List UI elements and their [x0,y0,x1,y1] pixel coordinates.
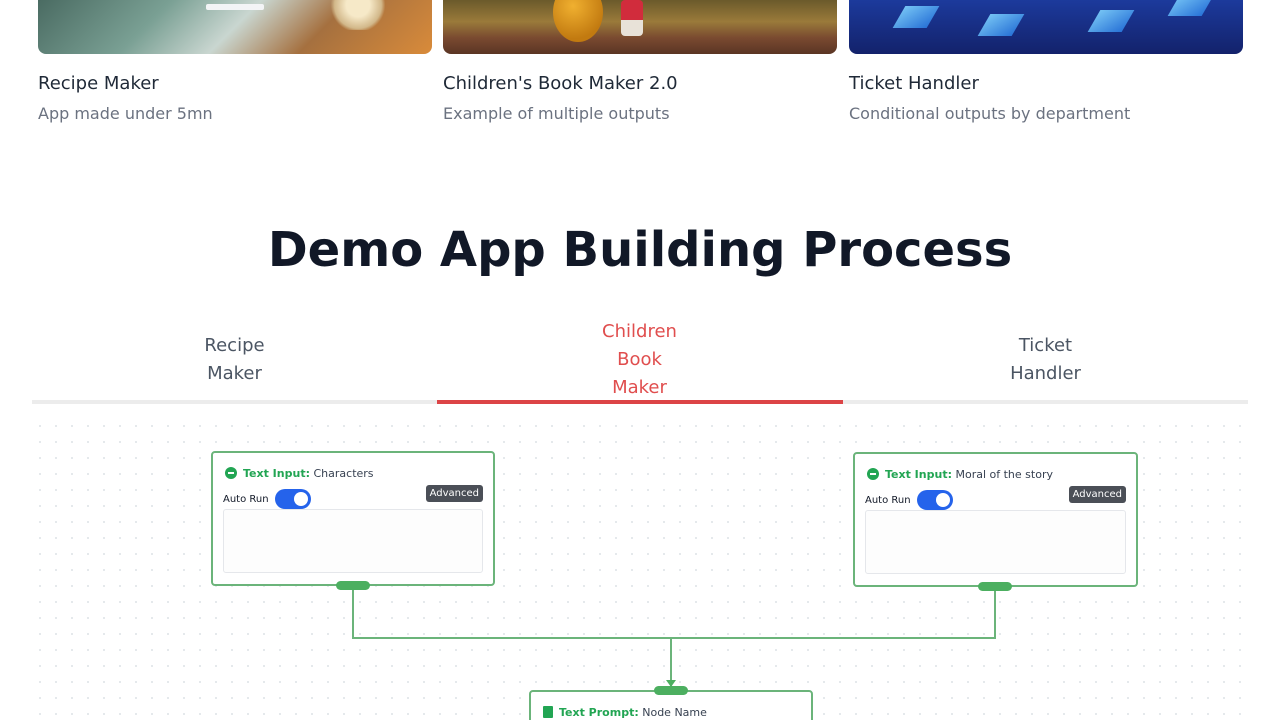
arrow-head-icon [666,680,676,687]
app-card-childrens-book-maker[interactable]: Children's Book Maker 2.0 Example of mul… [443,0,837,123]
card-title[interactable]: Ticket Handler [849,73,979,94]
section-title: Demo App Building Process [267,222,1013,278]
edge-line [352,637,996,639]
document-icon [543,706,553,718]
node-kind: Text Input: [885,468,952,481]
cube-graphic [1087,10,1135,32]
flow-canvas[interactable]: Text Input: Characters Auto Run Advanced… [32,418,1248,720]
advanced-button[interactable]: Advanced [1068,486,1126,503]
app-card-recipe-maker[interactable]: Recipe Maker App made under 5mn [38,0,432,123]
childrens-book-thumbnail[interactable] [443,0,837,54]
chat-icon [867,468,879,480]
card-title[interactable]: Children's Book Maker 2.0 [443,73,678,94]
card-title[interactable]: Recipe Maker [38,73,159,94]
node-name: Moral of the story [955,468,1053,481]
input-handle[interactable] [654,686,688,695]
output-handle[interactable] [336,581,370,590]
card-subtitle: Example of multiple outputs [443,104,670,123]
cube-graphic [892,6,940,28]
advanced-button[interactable]: Advanced [425,485,483,502]
text-input-node-characters[interactable]: Text Input: Characters Auto Run Advanced [211,451,495,586]
output-handle[interactable] [978,582,1012,591]
auto-run-toggle[interactable] [916,490,953,510]
tab-label: Children Book Maker [602,321,677,398]
node-header: Text Input: Characters [225,467,374,480]
node-header: Text Input: Moral of the story [867,468,1053,481]
chat-icon [225,467,237,479]
recipe-maker-thumbnail[interactable] [38,0,432,54]
cube-graphic [1167,0,1215,16]
app-card-ticket-handler[interactable]: Ticket Handler Conditional outputs by de… [849,0,1243,123]
auto-run-label: Auto Run [223,493,269,505]
text-input-node-moral[interactable]: Text Input: Moral of the story Auto Run … [853,452,1138,587]
auto-run-control: Auto Run [865,490,953,510]
edge-line [670,637,672,687]
tab-label: Ticket Handler [1010,335,1081,384]
tab-ticket-handler[interactable]: Ticket Handler [843,316,1248,404]
edge-line [352,590,354,638]
node-kind: Text Prompt: [559,706,639,719]
card-subtitle: App made under 5mn [38,104,213,123]
auto-run-label: Auto Run [865,494,911,506]
ticket-handler-thumbnail[interactable] [849,0,1243,54]
cube-graphic [977,14,1025,36]
edge-line [994,591,996,638]
node-text-input[interactable] [223,509,483,573]
node-header: Text Prompt: Node Name [543,706,707,719]
node-name: Characters [313,467,374,480]
tab-recipe-maker[interactable]: Recipe Maker [32,316,437,404]
demo-tabs: Recipe Maker Children Book Maker Ticket … [32,316,1248,404]
node-text-input[interactable] [865,510,1126,574]
tab-label: Recipe Maker [204,335,265,384]
node-name: Node Name [642,706,707,719]
card-subtitle: Conditional outputs by department [849,104,1131,123]
active-tab-indicator [437,400,843,404]
auto-run-control: Auto Run [223,489,311,509]
auto-run-toggle[interactable] [274,489,311,509]
node-kind: Text Input: [243,467,310,480]
tab-children-book-maker[interactable]: Children Book Maker [437,316,842,404]
